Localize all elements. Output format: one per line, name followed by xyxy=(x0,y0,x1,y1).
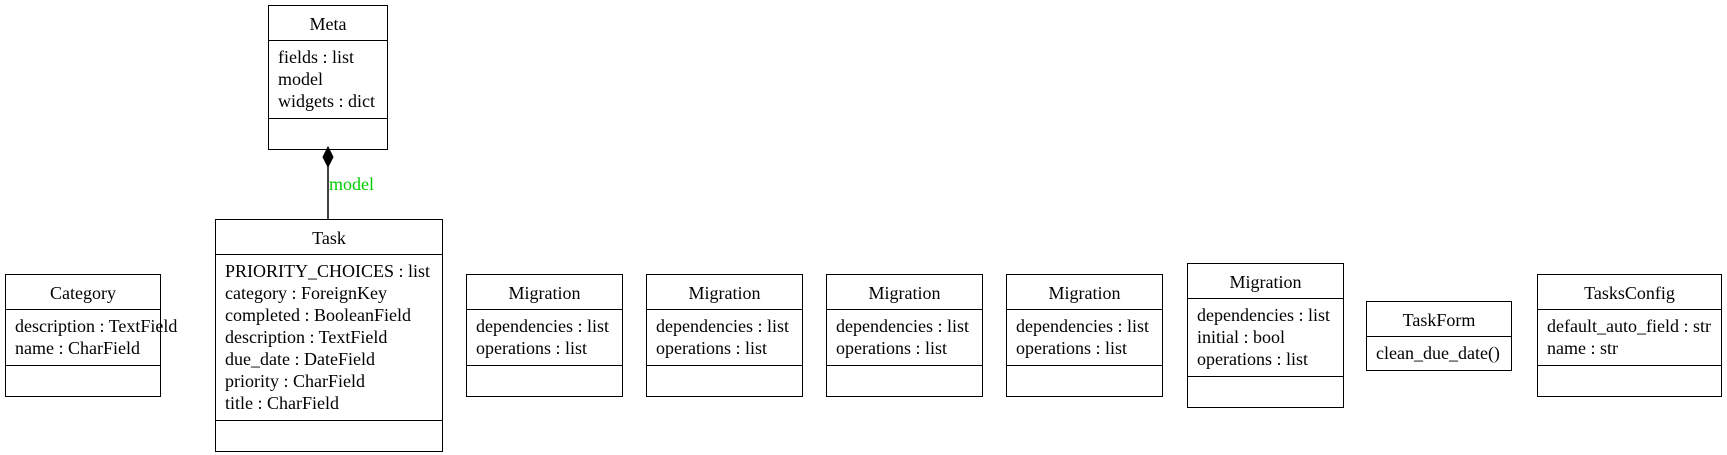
attribute: description : TextField xyxy=(225,327,388,347)
attribute: name : CharField xyxy=(15,338,140,358)
attribute: operations : list xyxy=(836,338,947,358)
relation-label: model xyxy=(329,174,374,194)
attribute: priority : CharField xyxy=(225,371,365,391)
class-attributes: dependencies : list initial : bool opera… xyxy=(1188,298,1343,376)
class-attributes: dependencies : list operations : list xyxy=(467,309,622,365)
attribute: due_date : DateField xyxy=(225,349,375,369)
class-methods xyxy=(467,365,622,396)
class-migration: Migration dependencies : list operations… xyxy=(646,274,803,397)
attribute: description : TextField xyxy=(15,316,178,336)
class-methods xyxy=(216,420,442,451)
class-attributes: PRIORITY_CHOICES : list category : Forei… xyxy=(216,254,442,420)
attribute: title : CharField xyxy=(225,393,339,413)
class-methods: clean_due_date() xyxy=(1367,336,1511,370)
class-attributes: description : TextField name : CharField xyxy=(6,309,178,365)
class-meta: Meta fields : list model widgets : dict xyxy=(268,5,388,150)
class-methods xyxy=(1007,365,1162,396)
attribute: operations : list xyxy=(476,338,587,358)
class-methods xyxy=(1538,365,1721,396)
method: clean_due_date() xyxy=(1376,343,1500,363)
class-name: Migration xyxy=(868,283,941,303)
attribute: widgets : dict xyxy=(278,91,375,111)
attribute: operations : list xyxy=(1016,338,1127,358)
class-name: Migration xyxy=(508,283,581,303)
class-attributes: dependencies : list operations : list xyxy=(827,309,982,365)
attribute: completed : BooleanField xyxy=(225,305,411,325)
class-attributes: default_auto_field : str name : str xyxy=(1538,309,1721,365)
attribute: model xyxy=(278,69,323,89)
attribute: default_auto_field : str xyxy=(1547,316,1711,336)
attribute: operations : list xyxy=(656,338,767,358)
class-name: TaskForm xyxy=(1402,310,1476,330)
attribute: operations : list xyxy=(1197,349,1308,369)
class-attributes: fields : list model widgets : dict xyxy=(269,40,387,118)
class-attributes: dependencies : list operations : list xyxy=(1007,309,1162,365)
class-migration: Migration dependencies : list operations… xyxy=(826,274,983,397)
class-methods xyxy=(827,365,982,396)
class-task: Task PRIORITY_CHOICES : list category : … xyxy=(215,219,443,452)
class-methods xyxy=(269,118,387,149)
class-methods xyxy=(6,365,160,396)
class-name: Migration xyxy=(688,283,761,303)
attribute: dependencies : list xyxy=(476,316,609,336)
attribute: fields : list xyxy=(278,47,354,67)
class-migration: Migration dependencies : list operations… xyxy=(1006,274,1163,397)
attribute: name : str xyxy=(1547,338,1618,358)
composition-diamond-icon xyxy=(322,145,334,169)
class-name: Task xyxy=(312,228,346,248)
class-methods xyxy=(1188,376,1343,407)
attribute: dependencies : list xyxy=(656,316,789,336)
class-migration: Migration dependencies : list operations… xyxy=(466,274,623,397)
class-name: Meta xyxy=(309,14,347,34)
attribute: dependencies : list xyxy=(1197,305,1330,325)
attribute: dependencies : list xyxy=(836,316,969,336)
class-category: Category description : TextField name : … xyxy=(5,274,178,397)
class-name: Migration xyxy=(1048,283,1121,303)
class-attributes: dependencies : list operations : list xyxy=(647,309,802,365)
class-migration-initial: Migration dependencies : list initial : … xyxy=(1187,263,1344,408)
class-name: Migration xyxy=(1229,272,1302,292)
attribute: category : ForeignKey xyxy=(225,283,387,303)
class-tasksconfig: TasksConfig default_auto_field : str nam… xyxy=(1537,274,1722,397)
class-name: TasksConfig xyxy=(1584,283,1675,303)
class-name: Category xyxy=(50,283,116,303)
attribute: dependencies : list xyxy=(1016,316,1149,336)
class-methods xyxy=(647,365,802,396)
class-taskform: TaskForm clean_due_date() xyxy=(1366,301,1512,371)
attribute: PRIORITY_CHOICES : list xyxy=(225,261,431,281)
attribute: initial : bool xyxy=(1197,327,1285,347)
